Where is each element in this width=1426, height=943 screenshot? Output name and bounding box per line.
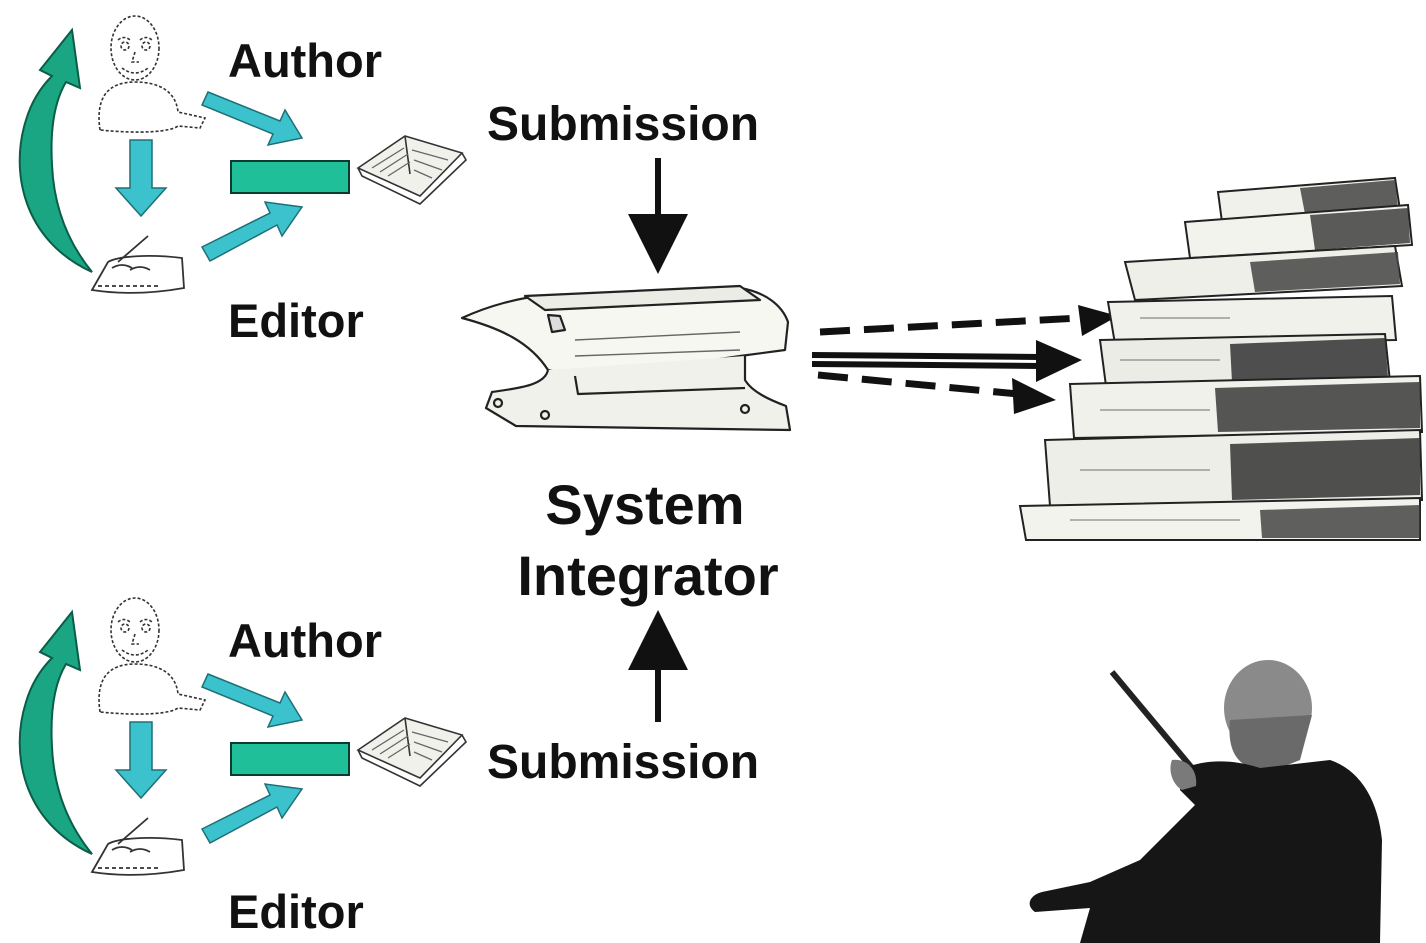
top-author-label: Author (228, 34, 382, 87)
bottom-editor-label: Editor (228, 885, 364, 938)
bottom-workgroup: Author Editor Submission (18, 597, 759, 938)
integrator-line2: Integrator (517, 544, 778, 607)
top-submission-label: Submission (487, 98, 759, 151)
output-arrow-upper (819, 314, 1081, 336)
output-arrows (811, 305, 1118, 414)
integrator-line1: System (545, 473, 744, 536)
anvil-icon (460, 284, 792, 432)
top-workgroup: Author Editor Submission (18, 15, 759, 347)
book-stack-icon (1018, 176, 1424, 541)
bottom-submission-label: Submission (487, 736, 759, 789)
output-arrow-main (811, 352, 1041, 369)
conductor-icon (1029, 660, 1382, 943)
top-editor-label: Editor (228, 294, 364, 347)
bottom-author-label: Author (228, 614, 382, 667)
output-arrow-lower (817, 371, 1019, 398)
